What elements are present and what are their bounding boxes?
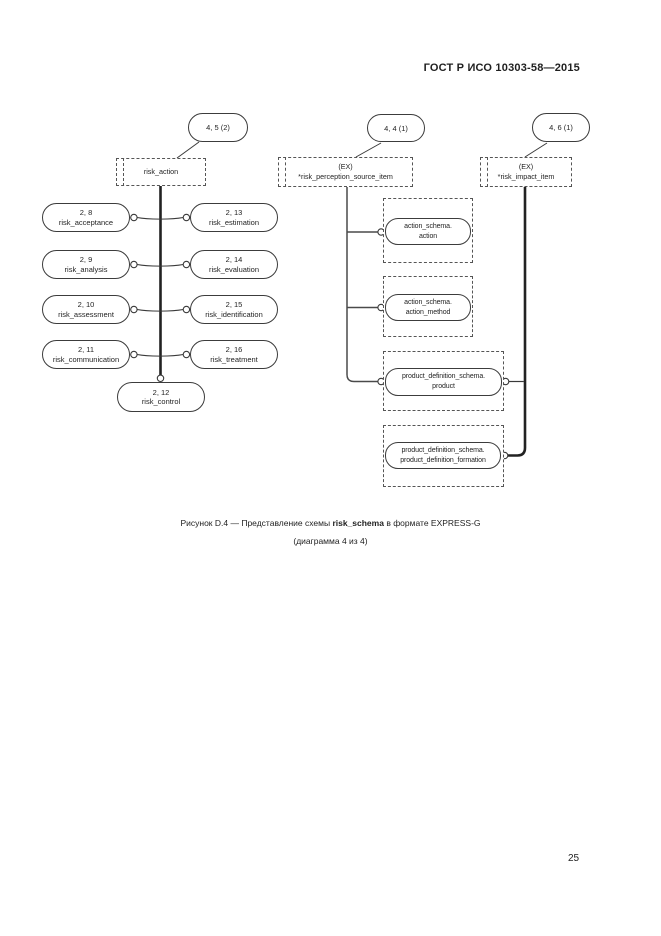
page-ref-4-4: 4, 4 (1): [367, 114, 425, 142]
schema-ref-action: action_schema. action: [385, 218, 471, 245]
entity-name: risk_treatment: [210, 354, 258, 364]
entity-name: risk_assessment: [58, 309, 114, 319]
entity-risk-treatment: 2, 16 risk_treatment: [190, 340, 278, 369]
ref-box-inner-rule: [487, 157, 488, 187]
schema-name: product_definition_schema.: [401, 446, 485, 454]
ref-name: risk_action: [143, 166, 179, 176]
entity-page-num: 2, 14: [225, 255, 243, 264]
entity-name: risk_analysis: [64, 264, 108, 274]
entity-page-num: 2, 10: [77, 300, 95, 309]
schema-name: action_schema.: [404, 298, 452, 306]
entity-name: risk_estimation: [208, 217, 260, 227]
entity-risk-estimation: 2, 13 risk_estimation: [190, 203, 278, 232]
figure-caption-line1: Рисунок D.4 — Представление схемы risk_s…: [0, 514, 661, 532]
entity-risk-evaluation: 2, 14 risk_evaluation: [190, 250, 278, 279]
entity-row-connectors: [137, 217, 184, 357]
entity-page-num: 2, 9: [79, 255, 93, 264]
schema-ref-action-method: action_schema. action_method: [385, 294, 471, 321]
figure-caption-line2: (диаграмма 4 из 4): [293, 536, 368, 546]
entity-name: risk_identification: [205, 309, 263, 319]
schema-item: product_definition_formation: [400, 456, 486, 464]
entity-name: risk_acceptance: [58, 217, 114, 227]
caption-suffix: в формате EXPRESS-G: [383, 518, 481, 528]
ref-tag: (EX): [338, 161, 353, 171]
perception-trunk-line: [346, 187, 378, 383]
page-number: 25: [568, 853, 580, 864]
page-ref-leads: [176, 141, 548, 159]
entity-risk-control: 2, 12 risk_control: [117, 382, 205, 412]
schema-ref-product: product_definition_schema. product: [385, 368, 502, 396]
entity-name: risk_evaluation: [208, 264, 260, 274]
ref-box-risk-perception-source-item: (EX) *risk_perception_source_item: [278, 157, 413, 187]
schema-item: product: [432, 383, 455, 390]
schema-item: action_method: [405, 308, 451, 316]
ref-box-inner-rule: [123, 158, 124, 186]
ref-box-inner-rule: [285, 157, 286, 187]
ref-name: *risk_impact_item: [497, 172, 555, 181]
entity-page-num: 2, 13: [225, 208, 243, 217]
page-ref-4-5: 4, 5 (2): [188, 113, 248, 142]
entity-page-num: 2, 11: [77, 345, 95, 354]
schema-ref-product-definition-formation: product_definition_schema. product_defin…: [385, 442, 501, 469]
ref-tag: (EX): [518, 161, 534, 171]
ref-box-risk-impact-item: (EX) *risk_impact_item: [480, 157, 572, 187]
schema-item: action: [418, 232, 438, 240]
schema-name: action_schema.: [404, 222, 452, 230]
page-ref-4-6: 4, 6 (1): [532, 113, 590, 142]
caption-prefix: Рисунок D.4 — Представление схемы: [180, 518, 333, 528]
ref-box-risk-action: risk_action: [116, 158, 206, 186]
entity-page-num: 2, 15: [225, 300, 243, 309]
entity-risk-identification: 2, 15 risk_identification: [190, 295, 278, 324]
impact-trunk-line: [507, 187, 527, 457]
caption-schema-name: risk_schema: [332, 518, 384, 528]
entity-page-num: 2, 16: [225, 345, 243, 354]
entity-name: risk_communication: [52, 354, 120, 364]
entity-page-num: 2, 8: [79, 208, 93, 217]
entity-risk-assessment: 2, 10 risk_assessment: [42, 295, 130, 324]
entity-page-num: 2, 12: [152, 387, 170, 397]
entity-risk-communication: 2, 11 risk_communication: [42, 340, 130, 369]
schema-name: product_definition_schema.: [401, 373, 485, 380]
entity-risk-analysis: 2, 9 risk_analysis: [42, 250, 130, 279]
entity-name: risk_control: [141, 397, 181, 406]
entity-risk-acceptance: 2, 8 risk_acceptance: [42, 203, 130, 232]
ref-name: *risk_perception_source_item: [298, 172, 393, 181]
document-header: ГОСТ Р ИСО 10303-58—2015: [423, 62, 580, 74]
figure-caption: Рисунок D.4 — Представление схемы risk_s…: [0, 514, 661, 550]
